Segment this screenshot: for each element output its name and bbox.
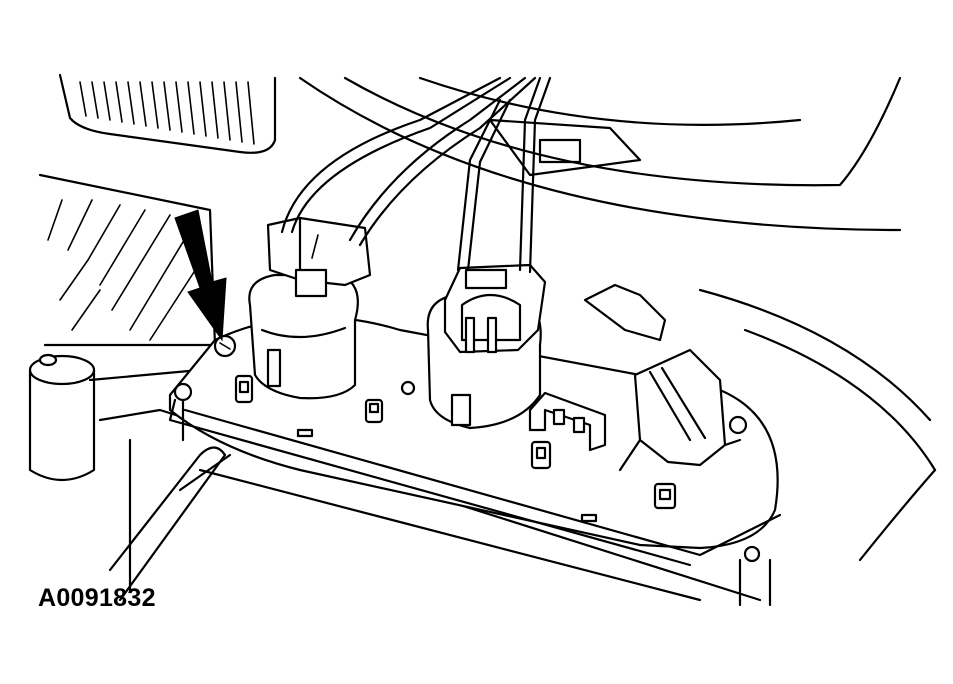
connector-center — [426, 263, 547, 430]
bulb-socket-1 — [234, 374, 254, 404]
cluster-shroud — [298, 76, 937, 562]
connector-left — [248, 216, 372, 400]
bulb-socket-4 — [653, 482, 677, 510]
bulb-socket-3 — [530, 440, 552, 470]
wire-harness — [280, 76, 552, 274]
dash-trim-top — [58, 73, 277, 154]
bulb-socket-2 — [364, 398, 384, 424]
connector-right — [583, 283, 742, 472]
left-vent-panel — [38, 173, 217, 347]
lower-frame — [88, 368, 772, 607]
left-knob — [28, 353, 96, 481]
figure-id-label: A0091832 — [38, 584, 156, 612]
terminal-bracket — [528, 391, 607, 452]
indicator-arrow — [174, 209, 227, 342]
